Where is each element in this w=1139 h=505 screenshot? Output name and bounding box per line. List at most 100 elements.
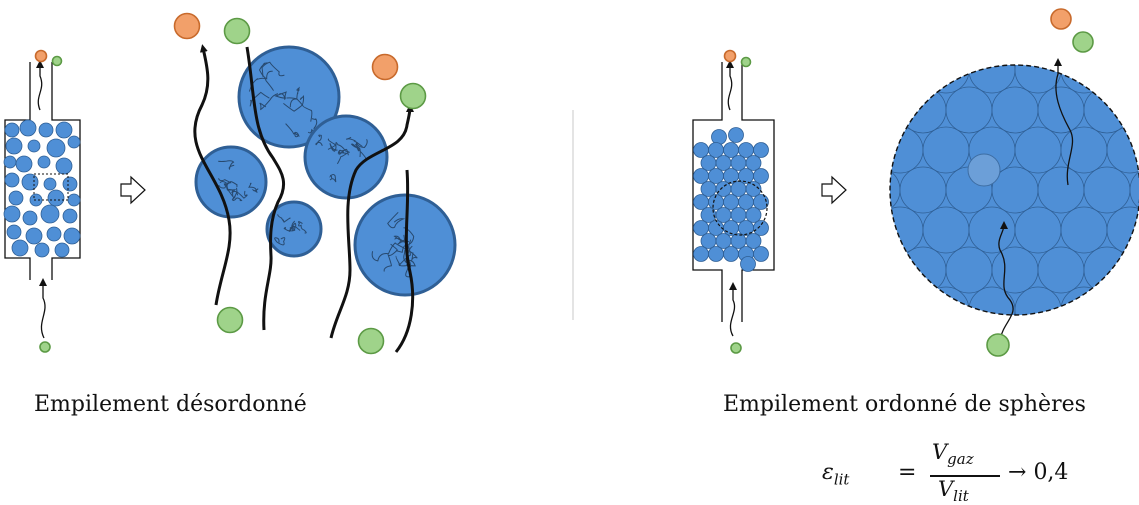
pore-channel <box>285 123 300 138</box>
sphere <box>1083 86 1131 134</box>
sphere <box>1038 327 1084 373</box>
particle <box>715 155 732 171</box>
sphere <box>1083 166 1131 214</box>
column-outline <box>692 62 775 322</box>
sphere <box>991 86 1039 134</box>
particle <box>723 246 739 262</box>
sphere <box>899 166 947 214</box>
pore-channel <box>288 220 296 232</box>
formula-denominator: Vlit <box>938 477 969 505</box>
particle <box>43 177 57 191</box>
sphere <box>1084 327 1130 373</box>
gas-flow-line <box>998 221 1014 341</box>
pore-channel <box>307 118 318 134</box>
sphere <box>992 7 1038 53</box>
sphere <box>890 86 901 134</box>
particle <box>745 181 762 197</box>
sphere <box>1014 65 1062 94</box>
pore-channel <box>383 243 398 272</box>
gas-molecule-orange <box>34 49 48 63</box>
particle <box>693 220 709 236</box>
pore-channel <box>315 134 323 146</box>
zoom-circle-outline <box>889 64 1139 316</box>
porous-grain <box>303 114 389 200</box>
sphere <box>1129 246 1139 294</box>
particle <box>753 220 769 236</box>
pore-channel <box>387 211 406 229</box>
sphere <box>1129 86 1139 134</box>
particle <box>753 246 769 262</box>
sphere <box>890 166 901 214</box>
sphere <box>1106 286 1139 315</box>
particle <box>21 173 39 191</box>
sphere <box>922 206 970 254</box>
sphere <box>1130 327 1139 373</box>
gas-molecule-orange <box>1050 8 1072 30</box>
particle <box>27 139 41 153</box>
particle <box>62 208 78 224</box>
porous-sphere <box>967 153 1001 187</box>
gas-molecule-green <box>216 306 244 334</box>
gas-flow-line <box>394 169 415 353</box>
pore-channel <box>283 225 296 232</box>
ordered-particle-bed <box>693 127 769 272</box>
ordered-zoom-view <box>831 7 1139 373</box>
pore-channel <box>248 182 259 193</box>
particle <box>3 155 17 169</box>
pore-channel <box>289 86 301 108</box>
gas-flow-line <box>1054 58 1074 186</box>
sphere <box>1130 7 1139 53</box>
sphere <box>831 127 877 173</box>
particle <box>15 155 33 173</box>
particle <box>723 194 739 210</box>
particle <box>715 233 732 249</box>
particle <box>11 239 29 257</box>
random-particle-bed <box>3 119 81 258</box>
gas-path-top <box>726 60 734 111</box>
sphere <box>1060 206 1108 254</box>
particle <box>753 168 769 184</box>
particle <box>34 242 50 258</box>
sphere <box>890 206 924 254</box>
sphere <box>1037 246 1085 294</box>
ordered-column <box>692 49 775 354</box>
particle <box>753 194 769 210</box>
sphere <box>946 7 992 53</box>
particle <box>728 127 744 143</box>
formula-equals: = <box>898 460 917 485</box>
particle <box>46 138 66 158</box>
disordered-zoom-view <box>173 12 457 355</box>
gas-flow-line <box>245 46 286 331</box>
porous-grain <box>237 45 341 149</box>
sphere <box>890 286 924 315</box>
sphere <box>890 65 924 94</box>
pore-channel <box>227 189 239 196</box>
sphere <box>899 246 947 294</box>
sphere <box>922 126 970 174</box>
pore-channel <box>248 77 274 92</box>
pore-channel <box>235 187 248 199</box>
pore-channel <box>249 91 270 107</box>
pore-channel <box>258 62 273 80</box>
formula-result: → 0,4 <box>1008 460 1069 485</box>
particle <box>6 224 22 240</box>
pore-channel <box>298 221 307 234</box>
particle <box>730 155 747 171</box>
gas-molecule-green <box>357 327 385 355</box>
gas-molecule-green <box>51 55 63 67</box>
particle <box>730 207 747 223</box>
sphere <box>1014 286 1062 315</box>
pore-channel <box>393 235 410 243</box>
zoom-region-circle <box>712 180 768 236</box>
pore-channel <box>277 214 291 223</box>
particle <box>8 190 24 206</box>
sphere <box>991 246 1039 294</box>
pore-channel <box>327 142 350 153</box>
sphere <box>854 7 900 53</box>
pore-channel <box>286 97 313 122</box>
gas-molecule-green <box>730 342 742 354</box>
particle <box>22 210 38 226</box>
sphere <box>831 287 877 333</box>
particle <box>47 189 65 207</box>
